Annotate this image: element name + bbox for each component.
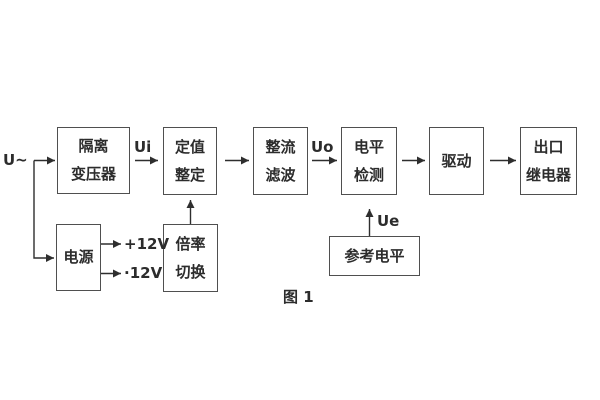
block-label-line: 定值 — [174, 137, 205, 156]
block-reference-level: 参考电平 — [329, 236, 420, 276]
figure-caption: 图 1 — [283, 288, 314, 306]
block-setpoint-setting: 定值 整定 — [163, 127, 217, 195]
block-rectifier-filter: 整流 滤波 — [253, 127, 308, 195]
block-label-line: 驱动 — [441, 151, 472, 170]
block-label-line: 继电器 — [525, 165, 571, 184]
block-driver: 驱动 — [429, 127, 484, 195]
label-minus-12v: ·12V — [124, 264, 163, 282]
block-label-line: 电源 — [63, 248, 94, 266]
block-label-line: 整流 — [265, 137, 296, 156]
block-power-supply: 电源 — [56, 224, 101, 291]
label-input-voltage: U~ — [3, 151, 28, 169]
label-ue: Ue — [377, 212, 400, 230]
block-label-line: 出口 — [533, 137, 564, 156]
block-isolation-transformer: 隔离 变压器 — [57, 127, 130, 194]
block-label-line: 滤波 — [265, 165, 296, 184]
label-ui: Ui — [134, 138, 152, 156]
block-label-line: 变压器 — [70, 165, 116, 183]
block-ratio-switching: 倍率 切换 — [163, 224, 218, 292]
block-label-line: 电平 — [353, 137, 384, 156]
block-label-line: 切换 — [175, 262, 206, 281]
label-plus-12v: +12V — [124, 235, 170, 253]
block-output-relay: 出口 继电器 — [520, 127, 577, 195]
block-label-line: 整定 — [174, 165, 205, 184]
block-level-detection: 电平 检测 — [341, 127, 397, 195]
wire-input-to-power-supply — [33, 160, 54, 262]
block-label-line: 隔离 — [78, 137, 109, 155]
block-label-line: 倍率 — [175, 234, 206, 253]
block-label-line: 检测 — [353, 165, 384, 184]
label-uo: Uo — [311, 138, 334, 156]
block-label-line: 参考电平 — [344, 246, 405, 265]
